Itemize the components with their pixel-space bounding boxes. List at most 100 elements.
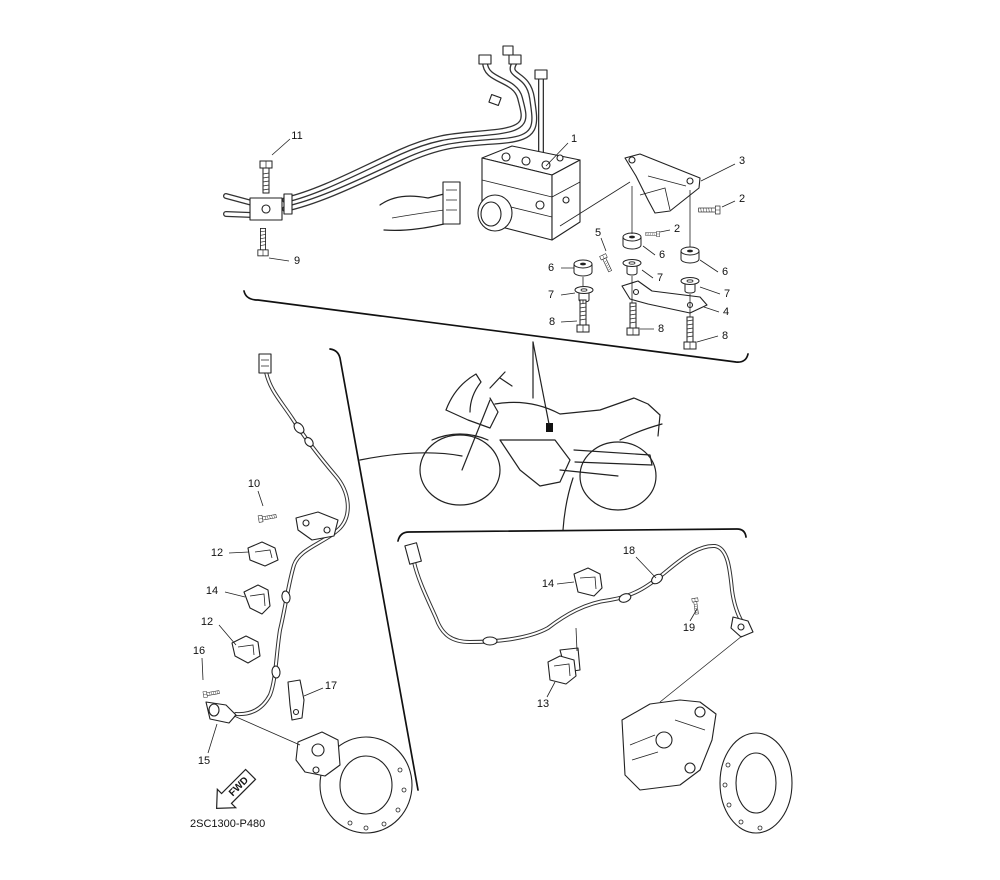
pipe-fitting — [502, 45, 514, 56]
front-disc-holes — [347, 767, 407, 831]
alignment-lines — [559, 181, 691, 317]
callout-8-mid: 8 — [658, 323, 664, 335]
abs-hydraulic-unit — [477, 145, 581, 241]
front-brake-caliper — [295, 731, 341, 777]
callout-17: 17 — [325, 680, 337, 692]
pipe-junction-block — [249, 197, 283, 221]
right-section: 18 14 19 13 — [397, 528, 793, 834]
clamp-12-lower — [231, 635, 261, 664]
callout-14-right: 14 — [542, 578, 554, 590]
callout-2-lower: 2 — [674, 223, 680, 235]
left-leader-lines — [201, 490, 324, 754]
swingarm — [559, 469, 619, 477]
top-leader-lines — [268, 138, 736, 343]
callout-5: 5 — [595, 227, 601, 239]
callout-15: 15 — [198, 755, 210, 767]
engine — [499, 439, 571, 487]
callout-3: 3 — [739, 155, 745, 167]
pipe-fitting — [508, 54, 522, 65]
callout-8-right: 8 — [722, 330, 728, 342]
callout-6-left: 6 — [548, 262, 554, 274]
pipe-clamp — [283, 193, 293, 215]
clamp-14-left — [243, 584, 271, 615]
lead-grommet — [271, 665, 281, 679]
callout-13: 13 — [537, 698, 549, 710]
callout-19: 19 — [683, 622, 695, 634]
callout-14-left: 14 — [206, 585, 218, 597]
rear-disc-holes — [722, 762, 763, 831]
rear-caliper-assembly — [621, 699, 717, 791]
callout-6-right: 6 — [722, 266, 728, 278]
callout-7-left: 7 — [548, 289, 554, 301]
rear-sensor-lead — [404, 542, 744, 646]
clamp-12-upper — [247, 541, 279, 567]
left-section-divider — [329, 348, 419, 791]
clamp-13-locator-line — [575, 627, 578, 652]
right-section-divider — [397, 528, 747, 542]
sensor-bracket-17 — [287, 679, 305, 721]
callout-8-left: 8 — [549, 316, 555, 328]
top-callouts: 11 1 3 2 2 5 6 6 7 6 7 7 4 8 8 8 9 — [291, 130, 745, 342]
front-fender — [431, 433, 489, 441]
sensor-to-hub-line — [659, 635, 743, 703]
fwd-arrow-shape — [215, 768, 257, 810]
front-disc-hub — [339, 755, 393, 815]
lead-grommet — [293, 422, 305, 434]
callout-10: 10 — [248, 478, 260, 490]
abs-location-marker — [546, 423, 553, 432]
rear-fender — [619, 423, 663, 441]
windscreen — [445, 373, 482, 413]
callout-12-upper: 12 — [211, 547, 223, 559]
callout-18: 18 — [623, 545, 635, 557]
rear-lead-connector — [404, 542, 422, 565]
top-section-divider — [243, 290, 749, 363]
right-leader-lines — [546, 556, 698, 698]
rear-wheel — [579, 441, 657, 511]
top-section: 11 1 3 2 2 5 6 6 7 6 7 7 4 8 8 8 9 — [223, 45, 749, 363]
pipe-fitting — [478, 54, 492, 65]
left-section: FWD 2SC1300-P480 10 12 14 12 16 17 15 — [190, 348, 419, 834]
front-wheel-sensor-15 — [205, 701, 237, 724]
callout-4: 4 — [723, 306, 729, 318]
pipe-fitting — [488, 93, 502, 107]
rubber-mount-6-mid — [622, 232, 642, 250]
left-callouts: 10 12 14 12 16 17 15 — [193, 478, 337, 767]
pipe-fitting — [534, 69, 548, 80]
callout-2-upper: 2 — [739, 193, 745, 205]
sensor-lead-connector — [258, 353, 272, 374]
callout-7-right: 7 — [724, 288, 730, 300]
section-connector-lines — [359, 341, 574, 531]
right-callouts: 18 14 19 13 — [537, 545, 695, 710]
lead-grommet — [281, 590, 291, 604]
rubber-mount-6-left — [573, 259, 593, 277]
rubber-mount-6-right — [680, 246, 700, 264]
diagram-code: 2SC1300-P480 — [190, 818, 265, 830]
lead-grommet — [304, 437, 314, 447]
brake-pipes — [223, 45, 548, 218]
clamp-14-right — [573, 567, 603, 597]
handlebar — [489, 371, 513, 389]
callout-1: 1 — [571, 133, 577, 145]
callout-9: 9 — [294, 255, 300, 267]
callout-11: 11 — [291, 130, 302, 142]
abs-wiring-connector — [379, 181, 461, 231]
callout-12-lower: 12 — [201, 616, 213, 628]
callout-6-mid: 6 — [659, 249, 665, 261]
rear-disc-hub — [735, 752, 777, 814]
front-sensor-lead — [234, 353, 350, 717]
mount-bracket-4 — [621, 280, 708, 314]
abs-bracket — [624, 153, 701, 214]
exhaust — [573, 449, 653, 466]
clamp-13 — [547, 647, 581, 685]
sensor-to-caliper-line — [233, 715, 301, 746]
rear-wheel-sensor — [730, 616, 754, 638]
lead-grommet — [482, 636, 498, 646]
fairing — [445, 397, 499, 429]
front-fork — [461, 399, 491, 471]
sensor-lead-bracket — [295, 511, 339, 541]
front-wheel — [419, 434, 501, 506]
callout-16: 16 — [193, 645, 205, 657]
lead-grommet — [618, 593, 632, 603]
callout-7-mid: 7 — [657, 272, 663, 284]
